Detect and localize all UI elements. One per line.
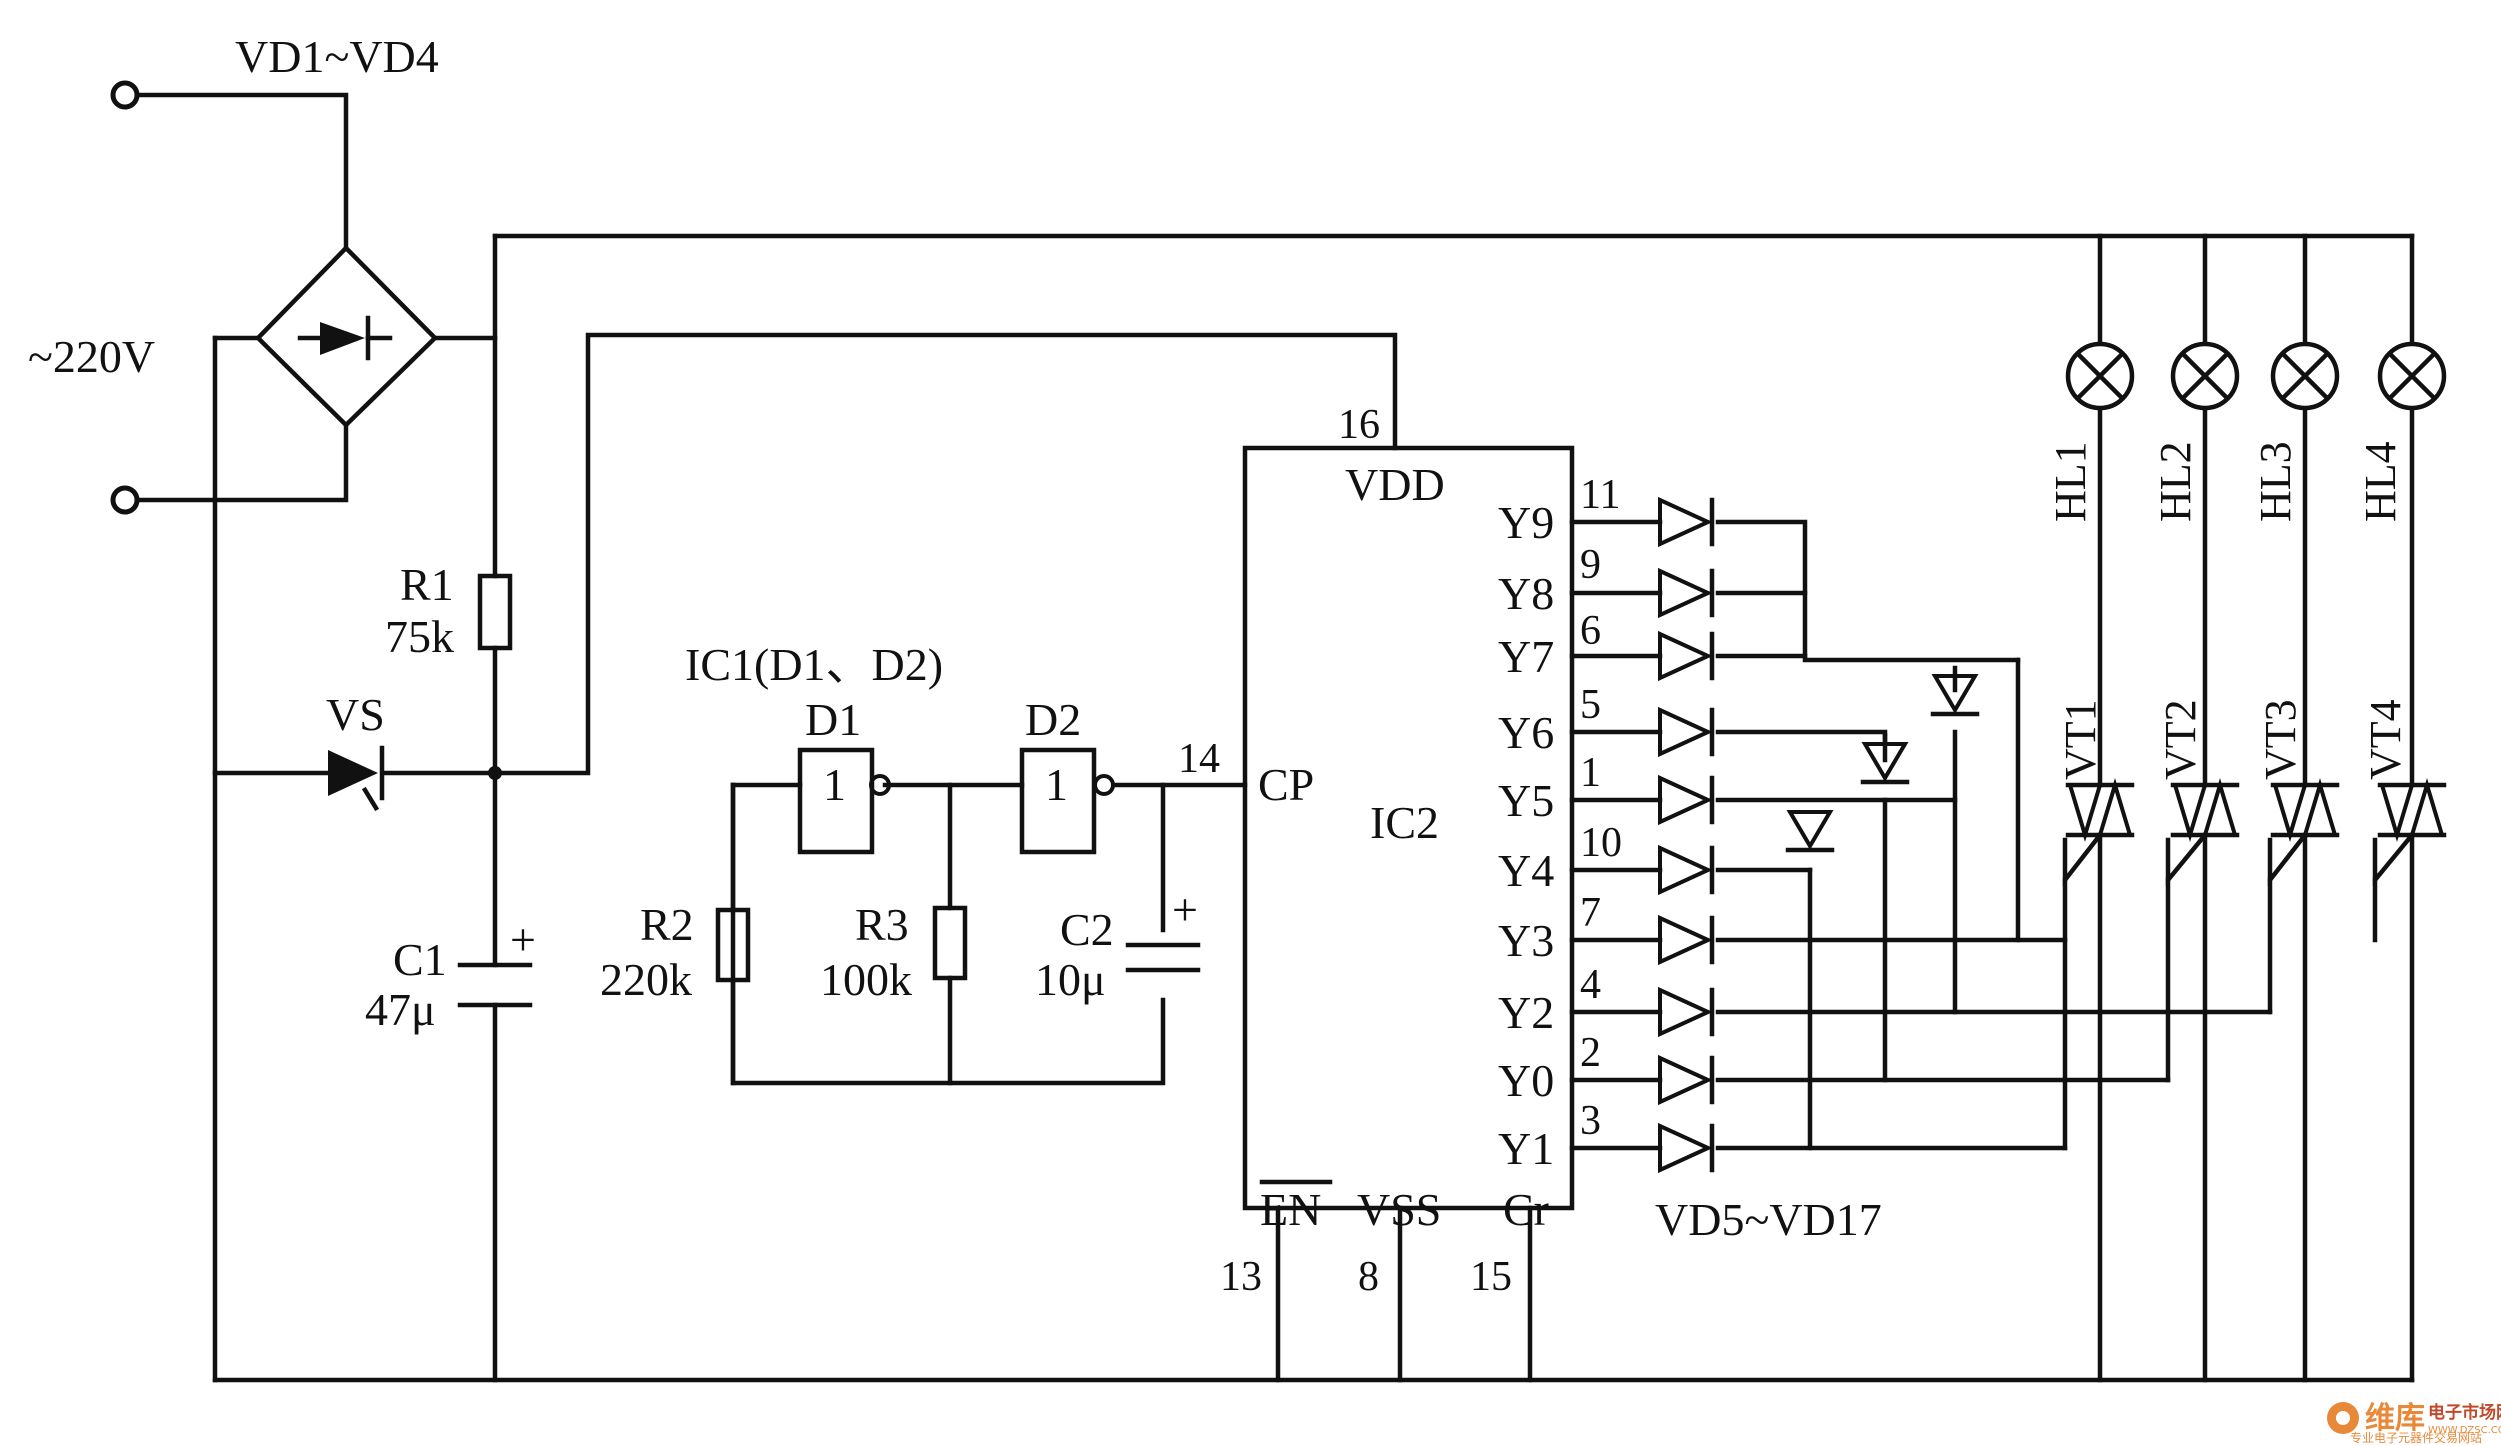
cp-label: CP [1258, 759, 1314, 810]
out-name: Y6 [1498, 707, 1554, 758]
out-name: Y2 [1498, 987, 1554, 1038]
lamp-label: HL4 [2356, 441, 2405, 522]
triac-vt4-icon [2377, 778, 2447, 842]
resistor-r3 [932, 905, 968, 981]
thyristor-vs [328, 745, 385, 812]
ic2-label: IC2 [1370, 797, 1439, 848]
r3-value: 100k [820, 954, 912, 1005]
out-pin: 4 [1580, 962, 1601, 1008]
vs-label: VS [326, 689, 385, 740]
en-label: EN [1260, 1184, 1321, 1235]
out-pin: 3 [1580, 1098, 1601, 1144]
d1-symbol: 1 [823, 759, 846, 810]
out-name: Y3 [1498, 915, 1554, 966]
pin-16: 16 [1338, 402, 1380, 448]
d1-label: D1 [805, 694, 861, 745]
out-pin: 10 [1580, 820, 1622, 866]
gate-d1 [797, 747, 891, 855]
triac-label: VT4 [2361, 699, 2410, 780]
watermark-brand: 维库 [2365, 1401, 2425, 1436]
supply-label: ~220V [28, 331, 155, 382]
c2-value: 10μ [1035, 954, 1106, 1005]
triacs [2065, 778, 2447, 842]
c1-value: 47μ [365, 984, 436, 1035]
out-name: Y0 [1498, 1055, 1554, 1106]
lamp-label: HL3 [2251, 441, 2300, 522]
r1-name: R1 [400, 559, 454, 610]
lamp-hl4-icon [2377, 341, 2447, 411]
triac-label: VT1 [2056, 699, 2105, 780]
pin-14: 14 [1178, 736, 1220, 782]
r2-name: R2 [640, 899, 694, 950]
gate-d2 [1019, 747, 1115, 855]
c1-name: C1 [393, 934, 447, 985]
out-name: Y5 [1498, 775, 1554, 826]
watermark-site: 电子市场网 [2428, 1402, 2501, 1423]
pin-8: 8 [1358, 1254, 1379, 1300]
capacitor-c2 [1125, 942, 1201, 973]
vdd-label: VDD [1345, 459, 1445, 510]
out-pin: 11 [1580, 472, 1620, 518]
ac-terminal-bottom [110, 485, 140, 515]
vss-label: VSS [1357, 1184, 1441, 1235]
r3-name: R3 [855, 899, 909, 950]
out-pin: 9 [1580, 542, 1601, 588]
junction-dot [488, 766, 502, 780]
cr-label: Cr [1503, 1184, 1549, 1235]
bridge-rectifier [254, 244, 439, 429]
lamp-hl2-icon [2170, 341, 2240, 411]
c1-plus: + [510, 914, 536, 965]
triac-vt1-icon [2065, 778, 2135, 842]
wires [129, 92, 2416, 1383]
triac-label: VT2 [2156, 699, 2205, 780]
pin-15: 15 [1470, 1254, 1512, 1300]
watermark-tagline: 专业电子元器件交易网站 [2350, 1430, 2482, 1445]
resistor-r1 [477, 573, 513, 651]
bridge-label: VD1~VD4 [235, 31, 439, 82]
c2-plus: + [1172, 884, 1198, 935]
out-name: Y8 [1498, 568, 1554, 619]
lamp-hl3-icon [2270, 341, 2340, 411]
out-pin: 2 [1580, 1030, 1601, 1076]
diode-array [1658, 496, 1980, 1174]
ic1-label: IC1(D1、D2) [685, 639, 943, 690]
ac-terminal-top [110, 80, 140, 110]
triac-label: VT3 [2256, 699, 2305, 780]
d2-symbol: 1 [1045, 759, 1068, 810]
r2-value: 220k [600, 954, 692, 1005]
lamp-hl1-icon [2065, 341, 2135, 411]
watermark-logo: 维库 电子市场网 专业电子元器件交易网站 WWW.DZSC.COM [2327, 1401, 2501, 1445]
ic2-body [1242, 445, 1575, 1211]
triac-vt2-icon [2170, 778, 2240, 842]
out-name: Y4 [1498, 845, 1554, 896]
pin-13: 13 [1220, 1254, 1262, 1300]
out-pin: 6 [1580, 608, 1601, 654]
out-name: Y9 [1498, 497, 1554, 548]
lamps [2065, 341, 2447, 411]
lamp-label: HL2 [2151, 441, 2200, 522]
d2-label: D2 [1025, 694, 1081, 745]
out-pin: 5 [1580, 682, 1601, 728]
c2-name: C2 [1060, 904, 1114, 955]
out-name: Y7 [1498, 631, 1554, 682]
resistor-r2 [715, 907, 751, 983]
out-name: Y1 [1498, 1123, 1554, 1174]
out-pin: 1 [1580, 750, 1601, 796]
capacitor-c1 [457, 962, 533, 1008]
out-pin: 7 [1580, 890, 1601, 936]
r1-value: 75k [385, 611, 454, 662]
lamp-label: HL1 [2046, 441, 2095, 522]
triac-vt3-icon [2270, 778, 2340, 842]
diode-array-label: VD5~VD17 [1655, 1194, 1882, 1245]
watermark-url: WWW.DZSC.COM [2428, 1425, 2501, 1436]
